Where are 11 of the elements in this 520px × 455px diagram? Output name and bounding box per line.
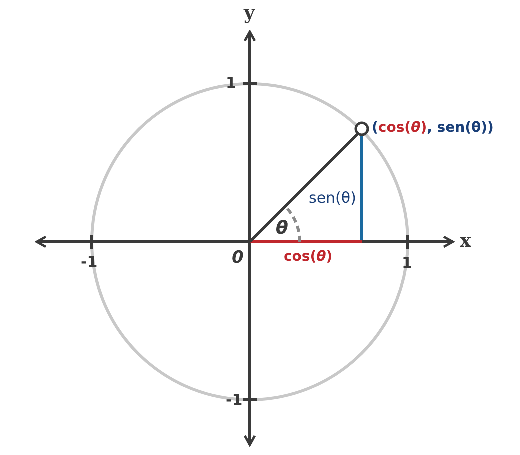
tick-label: 1 bbox=[402, 256, 412, 271]
tick-label: -1 bbox=[226, 393, 243, 408]
point-label: (cos(θ), sen(θ)) bbox=[372, 121, 494, 135]
tick-label: 1 bbox=[226, 76, 236, 91]
tick-label: -1 bbox=[81, 255, 98, 270]
sine-label: sen(θ) bbox=[309, 191, 356, 206]
angle-label: θ bbox=[276, 220, 288, 238]
axis-label: x bbox=[460, 232, 472, 251]
origin-label: 0 bbox=[232, 250, 244, 267]
cosine-label: cos(θ) bbox=[284, 250, 333, 264]
axis-label: y bbox=[244, 4, 256, 23]
